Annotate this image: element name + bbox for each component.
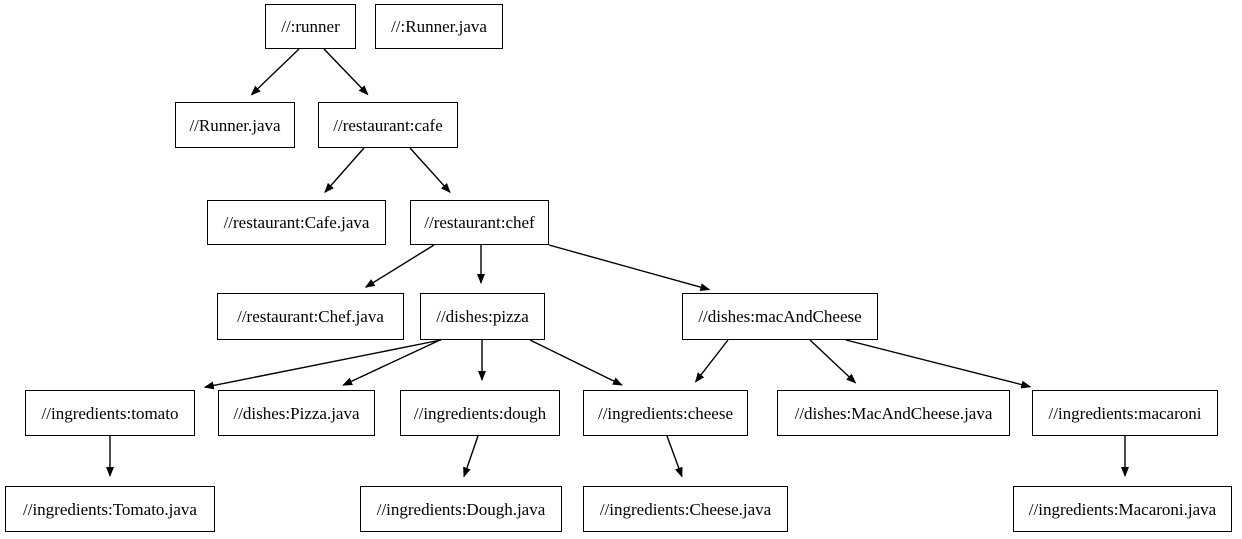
graph-node-dough_java[interactable]: //ingredients:Dough.java bbox=[360, 486, 562, 532]
graph-node-label: //dishes:macAndCheese bbox=[698, 307, 862, 326]
graph-edge-restaurant_cafe-to-restaurant_chef bbox=[409, 147, 451, 194]
graph-node-label: //ingredients:dough bbox=[413, 403, 547, 423]
graph-node-chef_java[interactable]: //restaurant:Chef.java bbox=[217, 293, 404, 340]
graph-node-label: //ingredients:macaroni bbox=[1048, 403, 1202, 423]
graph-node-runner_java_root[interactable]: //:Runner.java bbox=[375, 4, 503, 49]
graph-node-ing_macaroni[interactable]: //ingredients:macaroni bbox=[1032, 390, 1218, 436]
graph-edge-runner-to-restaurant_cafe bbox=[323, 48, 369, 96]
graph-node-dishes_mac[interactable]: //dishes:macAndCheese bbox=[682, 293, 878, 340]
graph-node-label: //dishes:pizza bbox=[436, 307, 529, 326]
graph-node-ing_dough[interactable]: //ingredients:dough bbox=[400, 390, 560, 436]
graph-node-label: //restaurant:Chef.java bbox=[237, 307, 384, 326]
graph-node-ing_cheese[interactable]: //ingredients:cheese bbox=[583, 390, 748, 436]
graph-node-label: //ingredients:Tomato.java bbox=[23, 499, 197, 519]
graph-edge-restaurant_cafe-to-cafe_java bbox=[324, 147, 365, 194]
graph-node-label: //ingredients:Macaroni.java bbox=[1028, 499, 1217, 519]
graph-edge-ing_cheese-to-cheese_java bbox=[666, 435, 683, 478]
graph-node-cheese_java[interactable]: //ingredients:Cheese.java bbox=[583, 486, 788, 532]
graph-edge-dishes_mac-to-ing_macaroni bbox=[845, 339, 1032, 389]
graph-node-label: //ingredients:Cheese.java bbox=[599, 499, 772, 519]
graph-edge-dishes_pizza-to-ing_cheese bbox=[529, 339, 623, 386]
graph-node-pizza_java[interactable]: //dishes:Pizza.java bbox=[218, 390, 375, 436]
graph-edge-restaurant_chef-to-dishes_mac bbox=[548, 244, 711, 292]
graph-node-macaroni_java[interactable]: //ingredients:Macaroni.java bbox=[1013, 486, 1232, 532]
graph-node-mac_java[interactable]: //dishes:MacAndCheese.java bbox=[777, 390, 1010, 436]
graph-node-label: //ingredients:Dough.java bbox=[376, 499, 546, 519]
graph-edge-dishes_pizza-to-pizza_java bbox=[342, 339, 441, 386]
graph-edge-ing_dough-to-dough_java bbox=[463, 435, 479, 478]
graph-node-label: //Runner.java bbox=[189, 115, 281, 135]
graph-node-tomato_java[interactable]: //ingredients:Tomato.java bbox=[5, 486, 215, 532]
graph-node-label: //restaurant:cafe bbox=[333, 115, 443, 135]
graph-node-label: //:Runner.java bbox=[391, 17, 487, 36]
graph-node-dishes_pizza[interactable]: //dishes:pizza bbox=[420, 293, 545, 340]
graph-edge-dishes_mac-to-ing_cheese bbox=[694, 339, 729, 383]
graph-node-label: //ingredients:cheese bbox=[597, 403, 733, 423]
graph-node-runner[interactable]: //:runner bbox=[265, 4, 356, 49]
graph-node-label: //ingredients:tomato bbox=[41, 403, 179, 423]
graph-node-runner_java[interactable]: //Runner.java bbox=[175, 102, 295, 148]
graph-edge-restaurant_chef-to-chef_java bbox=[364, 244, 435, 288]
graph-edge-dishes_mac-to-mac_java bbox=[809, 339, 857, 384]
graph-node-label: //restaurant:chef bbox=[424, 213, 535, 232]
graph-node-cafe_java[interactable]: //restaurant:Cafe.java bbox=[207, 200, 386, 245]
graph-node-label: //:runner bbox=[281, 17, 340, 36]
graph-node-label: //dishes:Pizza.java bbox=[233, 403, 360, 423]
graph-node-restaurant_cafe[interactable]: //restaurant:cafe bbox=[318, 102, 458, 148]
graph-node-restaurant_chef[interactable]: //restaurant:chef bbox=[410, 200, 549, 245]
graph-node-ing_tomato[interactable]: //ingredients:tomato bbox=[25, 390, 195, 436]
graph-edge-runner-to-runner_java bbox=[250, 48, 300, 96]
graph-node-label: //dishes:MacAndCheese.java bbox=[794, 403, 993, 423]
graph-edge-dishes_pizza-to-ing_tomato bbox=[203, 339, 442, 390]
graph-node-label: //restaurant:Cafe.java bbox=[223, 213, 370, 232]
